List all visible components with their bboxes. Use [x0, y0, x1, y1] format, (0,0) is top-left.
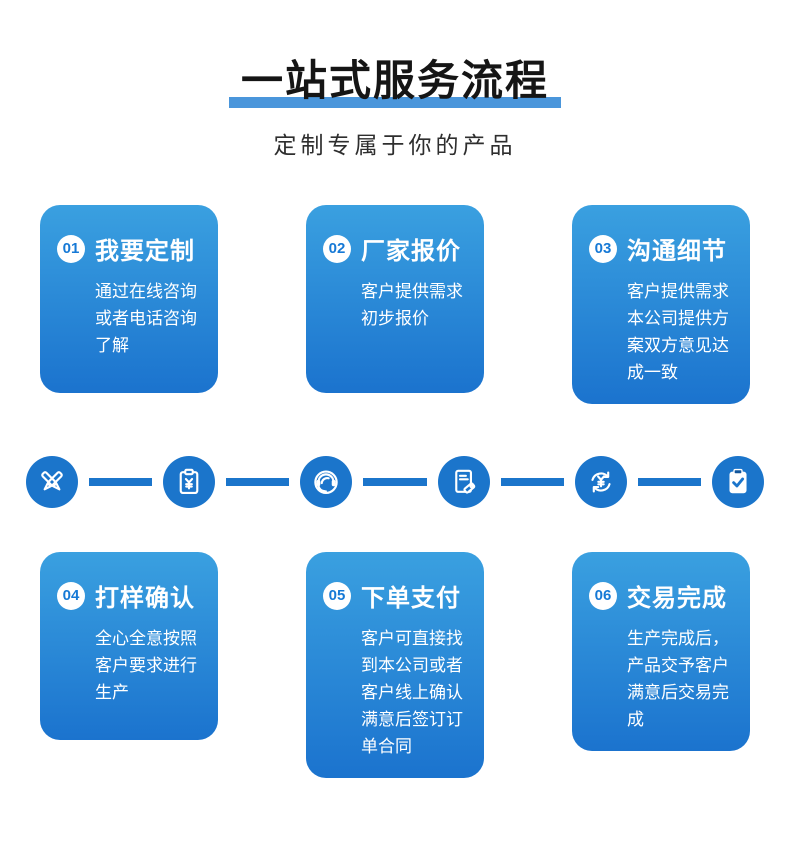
step-card-6: 06 交易完成 生产完成后，产品交予客户满意后交易完成 [572, 552, 750, 751]
step-number-badge: 05 [323, 581, 351, 610]
steps-row-bottom: 04 打样确认 全心全意按照客户要求进行生产 05 下单支付 客户可直接找到本公… [0, 552, 790, 778]
step-title: 打样确认 [95, 585, 195, 612]
page-subtitle: 定制专属于你的产品 [273, 132, 517, 158]
quote-invoice-icon [163, 456, 216, 508]
header: 一站式服务流程 定制专属于你的产品 [0, 56, 790, 158]
title-underline-bar [229, 97, 561, 108]
step-number-badge: 03 [589, 234, 617, 263]
step-description: 客户提供需求本公司提供方案双方意见达成一致 [627, 282, 729, 382]
step-card-header: 04 打样确认 [57, 578, 204, 613]
page-title: 一站式服务流程 [240, 57, 549, 104]
design-pens-icon [26, 456, 78, 508]
step-card-header: 02 厂家报价 [323, 231, 470, 266]
step-card-3: 03 沟通细节 客户提供需求本公司提供方案双方意见达成一致 [572, 205, 750, 404]
step-card-4: 04 打样确认 全心全意按照客户要求进行生产 [40, 552, 218, 740]
step-description: 客户提供需求初步报价 [361, 282, 463, 328]
completed-clipboard-icon [712, 456, 765, 508]
step-card-header: 03 沟通细节 [589, 231, 736, 266]
document-tag-icon [437, 456, 490, 508]
connector-line [500, 478, 564, 486]
step-card-1: 01 我要定制 通过在线咨询或者电话咨询了解 [40, 205, 218, 393]
step-title: 交易完成 [627, 585, 727, 612]
customer-service-icon [300, 456, 353, 508]
connector-line [226, 478, 290, 486]
step-title: 下单支付 [361, 585, 461, 612]
connector-line [637, 478, 702, 486]
payment-yen-icon [574, 456, 627, 508]
steps-row-top: 01 我要定制 通过在线咨询或者电话咨询了解 02 厂家报价 客户提供需求初步报… [0, 205, 790, 404]
step-card-header: 01 我要定制 [57, 231, 204, 266]
step-number-badge: 06 [589, 581, 617, 610]
step-description: 全心全意按照客户要求进行生产 [95, 629, 197, 702]
step-description: 通过在线咨询或者电话咨询了解 [95, 282, 197, 355]
step-number-badge: 02 [323, 234, 351, 263]
step-card-header: 05 下单支付 [323, 578, 470, 613]
step-title: 沟通细节 [627, 238, 727, 265]
step-number-badge: 01 [57, 234, 85, 263]
process-flow-row [0, 456, 790, 508]
step-title: 我要定制 [95, 238, 195, 265]
connector-line [363, 478, 427, 486]
step-card-header: 06 交易完成 [589, 578, 736, 613]
step-number-badge: 04 [57, 581, 85, 610]
step-card-2: 02 厂家报价 客户提供需求初步报价 [306, 205, 484, 393]
step-card-5: 05 下单支付 客户可直接找到本公司或者客户线上确认满意后签订订单合同 [306, 552, 484, 778]
step-title: 厂家报价 [361, 238, 461, 265]
connector-line [89, 478, 153, 486]
step-description: 生产完成后，产品交予客户满意后交易完成 [627, 629, 729, 729]
step-description: 客户可直接找到本公司或者客户线上确认满意后签订订单合同 [361, 629, 463, 756]
